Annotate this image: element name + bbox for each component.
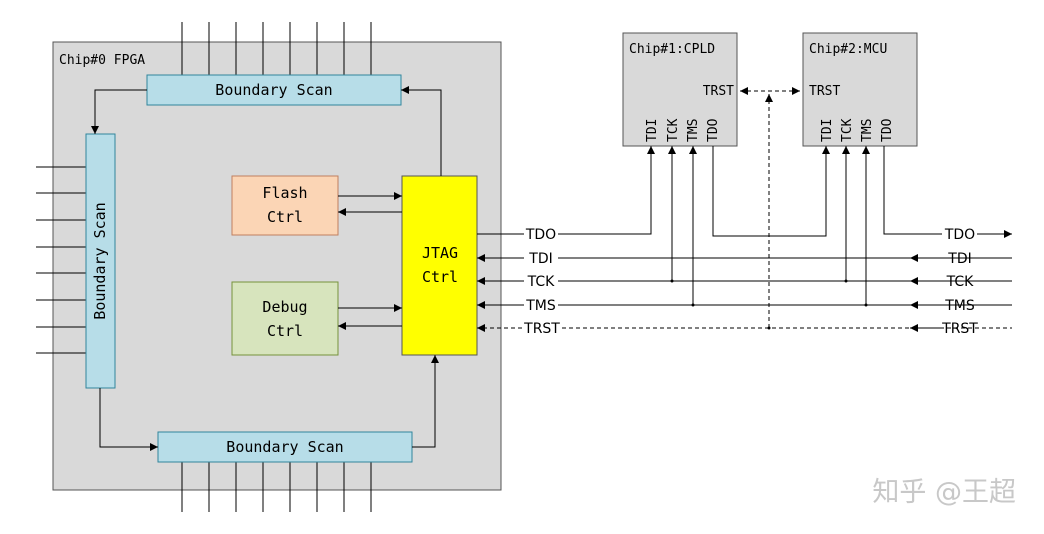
boundary-scan-bottom-label: Boundary Scan: [226, 438, 343, 456]
jtag-ctrl-line2: Ctrl: [422, 268, 458, 286]
debug-ctrl: Debug Ctrl: [231, 281, 339, 356]
right-label-tms: TMS: [944, 298, 975, 314]
left-label-tdi: TDI: [528, 251, 552, 267]
left-label-trst: TRST: [523, 321, 560, 337]
debug-ctrl-line2: Ctrl: [267, 322, 303, 340]
cpld-trst-label: TRST: [703, 84, 734, 99]
debug-ctrl-line1: Debug: [262, 298, 307, 316]
right-label-tck: TCK: [946, 274, 975, 290]
left-label-tck: TCK: [527, 274, 556, 290]
trst-chip-link: [740, 87, 800, 328]
junction-dots: [670, 279, 868, 330]
left-signal-labels: TDO TDI TCK TMS TRST: [523, 227, 560, 337]
mcu-label: Chip#2:MCU: [809, 42, 887, 57]
flash-ctrl-line2: Ctrl: [267, 208, 303, 226]
boundary-scan-left: Boundary Scan: [85, 133, 116, 389]
left-pins: [36, 166, 86, 354]
right-label-tdi: TDI: [947, 251, 971, 267]
cpld-pin-tdo: TDO: [706, 118, 721, 142]
mcu-pin-tms: TMS: [860, 119, 875, 142]
boundary-scan-top-label: Boundary Scan: [215, 81, 332, 99]
flash-ctrl: Flash Ctrl: [231, 175, 339, 236]
top-pins: [181, 22, 372, 75]
cpld-chip: Chip#1:CPLD TRST TDI TCK TMS TDO: [622, 32, 738, 147]
cpld-pin-tck: TCK: [666, 118, 681, 142]
right-label-tdo: TDO: [944, 227, 975, 243]
cpld-label: Chip#1:CPLD: [629, 42, 715, 57]
mcu-pin-tdi: TDI: [820, 119, 835, 142]
cpld-pin-tdi: TDI: [645, 119, 660, 142]
scan-chain-arrows: [91, 86, 442, 451]
left-label-tdo: TDO: [525, 227, 556, 243]
boundary-scan-top: Boundary Scan: [146, 74, 402, 106]
jtag-bus-lines: [477, 146, 1012, 332]
mcu-chip: Chip#2:MCU TRST TDI TCK TMS TDO: [802, 32, 918, 147]
left-label-tms: TMS: [525, 298, 556, 314]
right-label-trst: TRST: [941, 321, 978, 337]
jtag-ctrl: JTAG Ctrl: [401, 175, 478, 356]
watermark: 知乎 @王超: [872, 477, 1016, 508]
fpga-label: Chip#0 FPGA: [59, 53, 145, 68]
ctrl-arrows: [338, 192, 402, 330]
cpld-pin-tms: TMS: [686, 119, 701, 142]
boundary-scan-bottom: Boundary Scan: [157, 431, 413, 463]
bottom-pins: [181, 462, 372, 512]
mcu-pin-tck: TCK: [840, 118, 855, 142]
jtag-ctrl-line1: JTAG: [422, 244, 458, 262]
flash-ctrl-line1: Flash: [262, 184, 307, 202]
right-signal-labels: TDO TDI TCK TMS TRST: [941, 227, 978, 337]
boundary-scan-left-label: Boundary Scan: [91, 202, 109, 319]
mcu-pin-tdo: TDO: [880, 118, 895, 142]
mcu-trst-label: TRST: [809, 84, 840, 99]
